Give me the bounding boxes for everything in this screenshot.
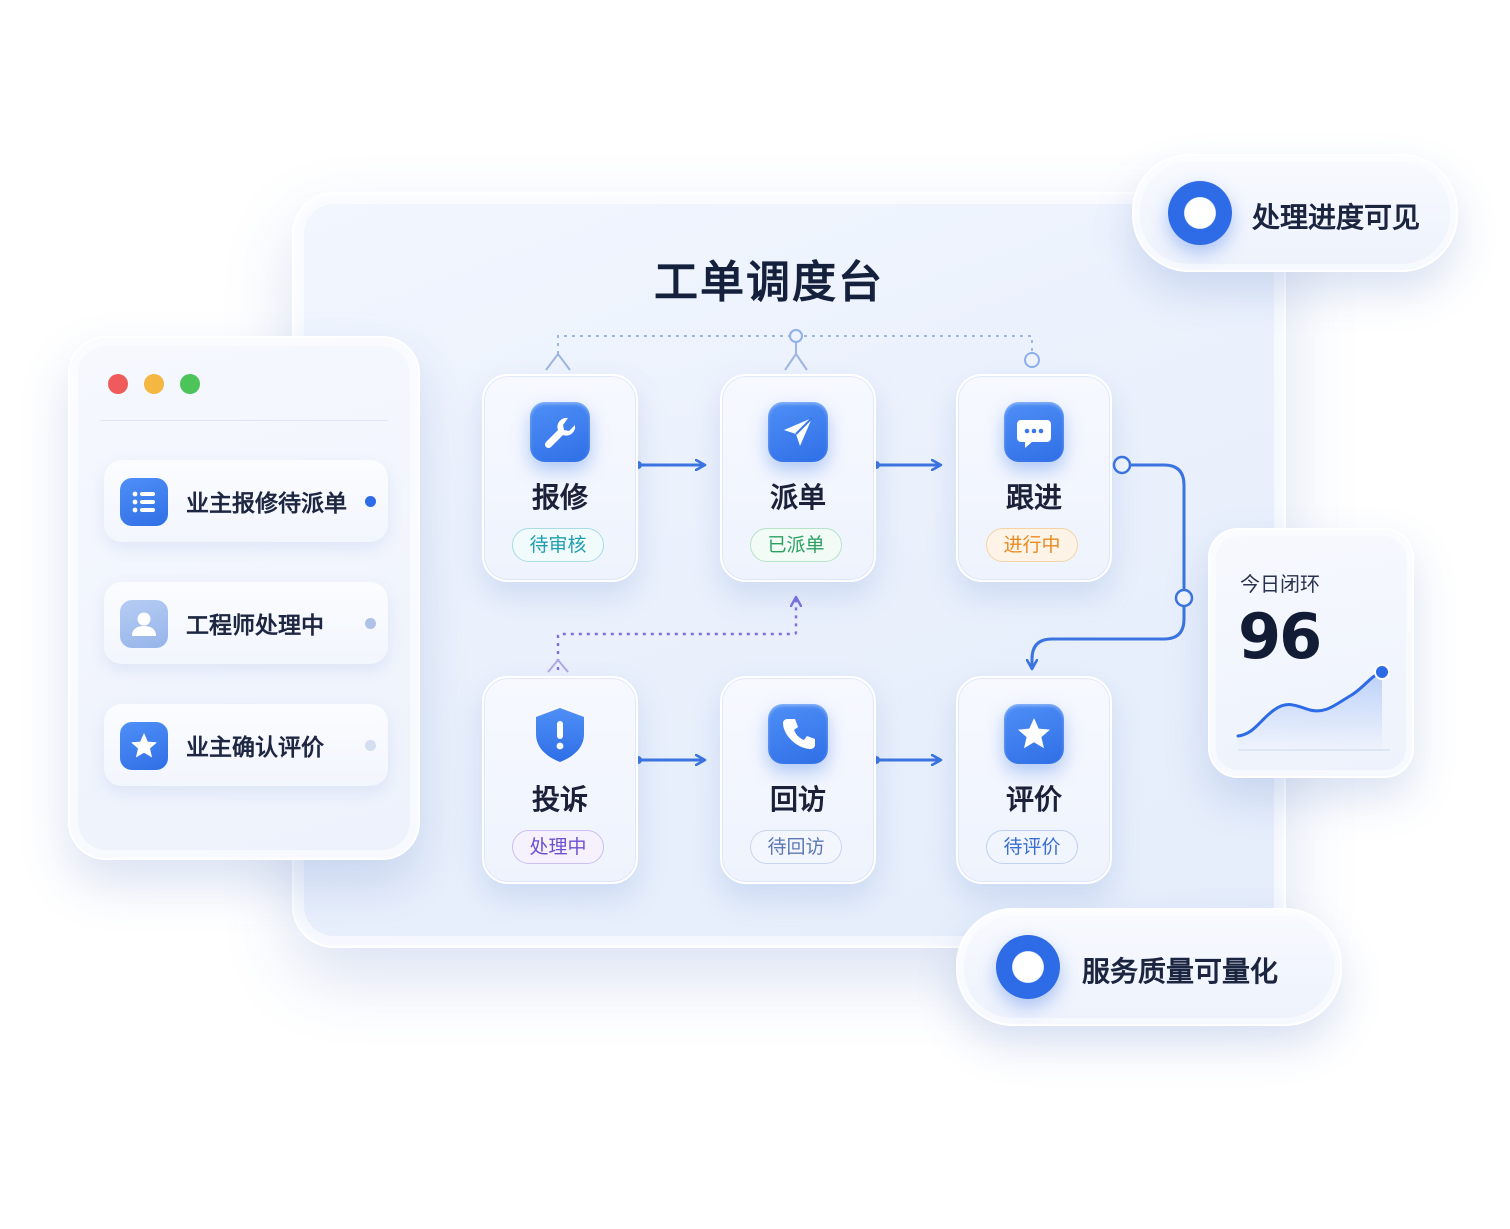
ring-icon [996,935,1060,999]
list-item-label: 工程师处理中 [186,613,324,639]
stat-label: 今日闭环 [1240,572,1320,596]
feature-pill-quality: 服务质量可量化 [956,908,1342,1026]
user-icon [120,600,168,648]
pill-label: 服务质量可量化 [1082,955,1279,988]
daily-closure-card: 今日闭环 96 [1208,528,1414,778]
status-dot [365,740,376,751]
status-badge: 待审核 [512,528,604,562]
list-item-owner-review[interactable]: 业主确认评价 [104,704,388,786]
trend-sparkline [1236,664,1390,751]
work-order-panel: 业主报修待派单 工程师处理中 业主确认评价 [68,336,420,860]
wrench-icon [530,402,590,462]
node-label: 报修 [531,481,588,514]
node-label: 跟进 [1005,481,1062,514]
shield-alert-icon [530,704,590,764]
node-label: 投诉 [531,783,588,816]
flow-node-followup[interactable]: 跟进 进行中 [956,374,1112,582]
list-item-engineer-processing[interactable]: 工程师处理中 [104,582,388,664]
list-item-pending-dispatch[interactable]: 业主报修待派单 [104,460,388,542]
chat-bubble-icon [1004,402,1064,462]
node-label: 回访 [769,783,826,816]
complaint-to-dispatch-link [556,598,796,670]
node-label: 评价 [1005,783,1062,816]
status-badge: 待评价 [986,830,1078,864]
loop-followup-to-review [1032,463,1186,668]
ring-icon [1168,181,1232,245]
status-badge: 进行中 [986,528,1078,562]
status-badge: 待回访 [750,830,842,864]
pill-label: 处理进度可见 [1252,201,1421,234]
feature-pill-progress: 处理进度可见 [1132,154,1458,272]
window-close-dot[interactable] [108,374,128,394]
flow-node-review[interactable]: 评价 待评价 [956,676,1112,884]
phone-icon [768,704,828,764]
dispatch-board: 工单调度台 [292,192,1286,948]
node-label: 派单 [769,481,826,514]
status-badge: 处理中 [512,830,604,864]
star-icon [1004,704,1064,764]
window-minimize-dot[interactable] [144,374,164,394]
board-title: 工单调度台 [654,257,884,308]
status-badge: 已派单 [750,528,842,562]
flow-connectors [545,329,1194,946]
divider [100,420,388,421]
list-item-label: 业主报修待派单 [186,491,347,517]
flow-node-dispatch[interactable]: 派单 已派单 [720,374,876,582]
paper-plane-icon [768,402,828,462]
status-dot [365,618,376,629]
stat-value: 96 [1238,600,1322,673]
status-dot [365,496,376,507]
flow-node-repair[interactable]: 报修 待审核 [482,374,638,582]
flow-node-revisit[interactable]: 回访 待回访 [720,676,876,884]
list-item-label: 业主确认评价 [186,735,324,761]
list-icon [120,478,168,526]
window-maximize-dot[interactable] [180,374,200,394]
star-icon [120,722,168,770]
flow-node-complaint[interactable]: 投诉 处理中 [482,676,638,884]
